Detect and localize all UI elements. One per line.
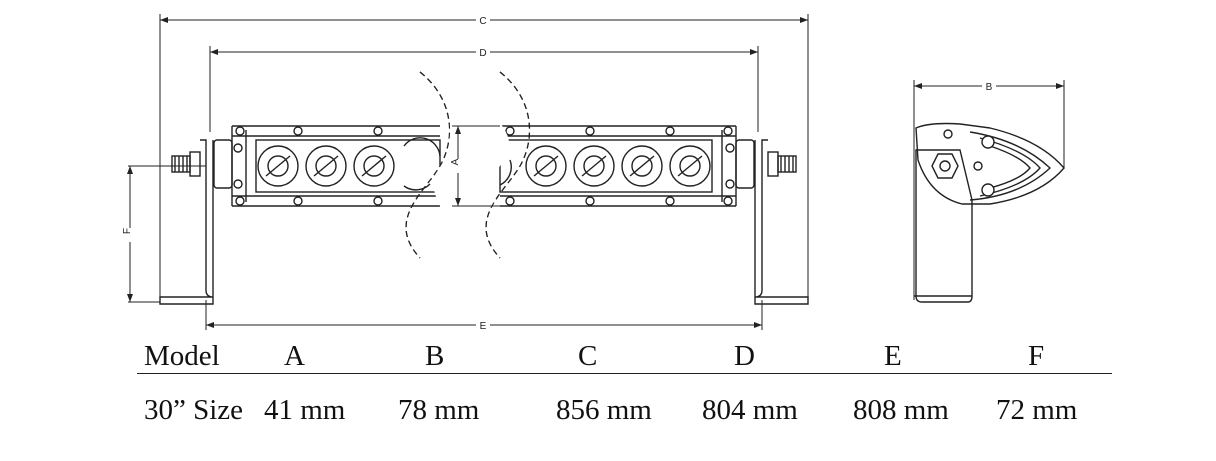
header-a: A — [284, 340, 305, 372]
dimension-label-f: F — [122, 228, 133, 234]
dimension-d: D — [209, 45, 759, 132]
dimension-f: F — [122, 165, 206, 303]
spec-table: Model A B C D E F 30” Size 41 mm 78 mm 8… — [0, 330, 1216, 461]
left-bracket — [159, 139, 214, 305]
header-b: B — [425, 340, 445, 372]
value-b: 78 mm — [398, 394, 480, 426]
dimension-label-b: B — [986, 82, 993, 93]
value-model: 30” Size — [144, 394, 244, 426]
value-d: 804 mm — [702, 394, 798, 426]
header-d: D — [734, 340, 755, 372]
dimension-label-d: D — [479, 48, 486, 59]
dimension-c: C — [159, 13, 809, 304]
dimension-e: E — [205, 300, 763, 332]
right-mounting-bolt — [767, 151, 797, 177]
light-bar-dimension-drawing: C D F E — [122, 13, 1065, 332]
value-f: 72 mm — [996, 394, 1078, 426]
light-bar-front-view — [159, 71, 809, 305]
light-bar-side-view: B — [913, 79, 1065, 303]
led-reflectors — [255, 137, 713, 193]
dimension-label-a: A — [450, 158, 461, 165]
value-a: 41 mm — [264, 394, 346, 426]
dimension-b: B — [913, 79, 1065, 300]
right-bracket — [754, 139, 809, 305]
header-model: Model — [144, 340, 220, 372]
dimension-a: A — [450, 125, 500, 207]
value-e: 808 mm — [853, 394, 949, 426]
header-e: E — [884, 340, 902, 372]
header-c: C — [578, 340, 598, 372]
header-f: F — [1028, 340, 1045, 372]
dimension-label-c: C — [479, 16, 486, 27]
table-divider — [137, 373, 1112, 374]
left-mounting-bolt — [171, 151, 201, 177]
dimension-label-e: E — [480, 321, 487, 332]
value-c: 856 mm — [556, 394, 652, 426]
